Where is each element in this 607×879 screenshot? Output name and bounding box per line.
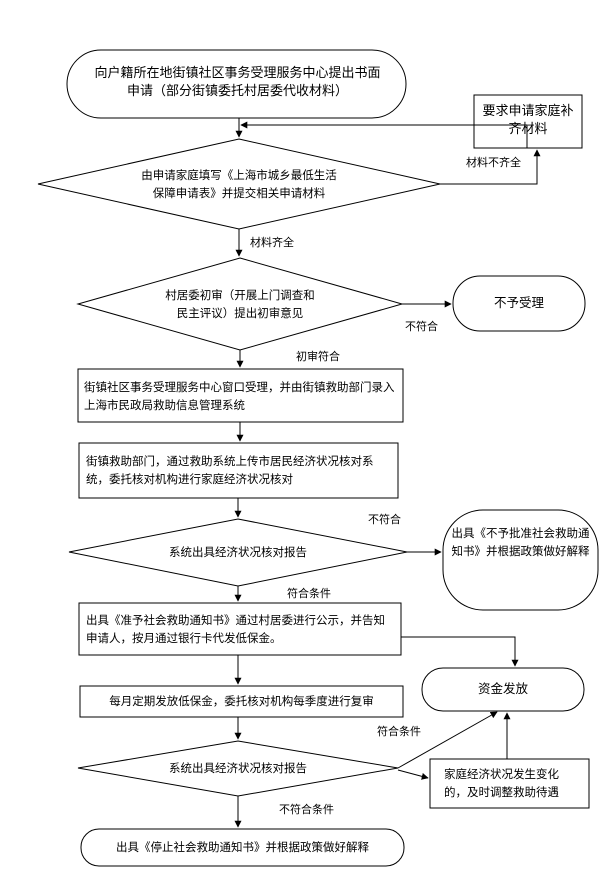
edge-materials-incomplete: 材料不齐全 — [466, 156, 521, 169]
edge-not-meet-3: 不符合条件 — [279, 803, 334, 816]
supplement-node-shape — [473, 94, 583, 149]
report1-node: 系统出具经济状况核对报告 — [169, 545, 307, 559]
no-approve-node: 出具《不予批准社会救助通知书》并根据政策做好解释 — [451, 526, 590, 558]
edge-not-meet-2: 不符合 — [368, 513, 401, 526]
edge-materials-complete: 材料齐全 — [250, 236, 294, 249]
fill-form-node: 由申请家庭填写《上海市城乡最低生活保障申请表》并提交相关申请材料 — [141, 168, 337, 200]
verify-upload-node: 街镇救助部门，通过救助系统上传市居民经济状况核对系统，委托核对机构进行家庭经济状… — [86, 454, 374, 486]
funds-node: 资金发放 — [477, 681, 528, 696]
stop-notice-node-shape — [80, 828, 405, 867]
edge-not-meet-1: 不符合 — [405, 320, 438, 333]
village-review-node: 村居委初审（开展上门调查和民主评议）提出初审意见 — [165, 288, 315, 320]
edge-meet-2: 符合条件 — [377, 725, 421, 738]
edge-initial-meet: 初审符合 — [296, 350, 340, 363]
start-node-shape — [66, 49, 407, 119]
monthly-node: 每月定期发放低保金，委托核对机构每季度进行复审 — [109, 694, 374, 708]
reject-node: 不予受理 — [493, 295, 544, 310]
street-accept-node-shape — [77, 368, 404, 423]
funds-node-shape — [421, 667, 585, 712]
street-accept-node: 街镇社区事务受理服务中心窗口受理，并由街镇救助部门录入上海市民政局救助信息管理系… — [84, 380, 395, 412]
change-node: 家庭经济状况发生变化的，及时调整救助待遇 — [444, 767, 559, 799]
approve-notice-node: 出具《准予社会救助通知书》通过村居委进行公示，并告知申请人，按月通过银行卡代发低… — [86, 613, 385, 645]
stop-notice-node: 出具《停止社会救助通知书》并根据政策做好解释 — [116, 840, 369, 854]
report2-node: 系统出具经济状况核对报告 — [169, 761, 307, 775]
change-node-shape — [429, 758, 590, 809]
approve-notice-node-shape — [78, 602, 402, 656]
reject-node-shape — [452, 275, 586, 332]
supplement-node: 要求申请家庭补齐材料 — [482, 104, 574, 137]
verify-upload-node-shape — [78, 442, 399, 499]
edge-meet-1: 符合条件 — [287, 587, 331, 600]
start-node: 向户籍所在地街镇社区事务受理服务中心提出书面申请（部分街镇委托村居委代收材料） — [94, 66, 381, 99]
no-approve-node-shape — [442, 509, 599, 611]
monthly-node-shape — [79, 685, 404, 718]
